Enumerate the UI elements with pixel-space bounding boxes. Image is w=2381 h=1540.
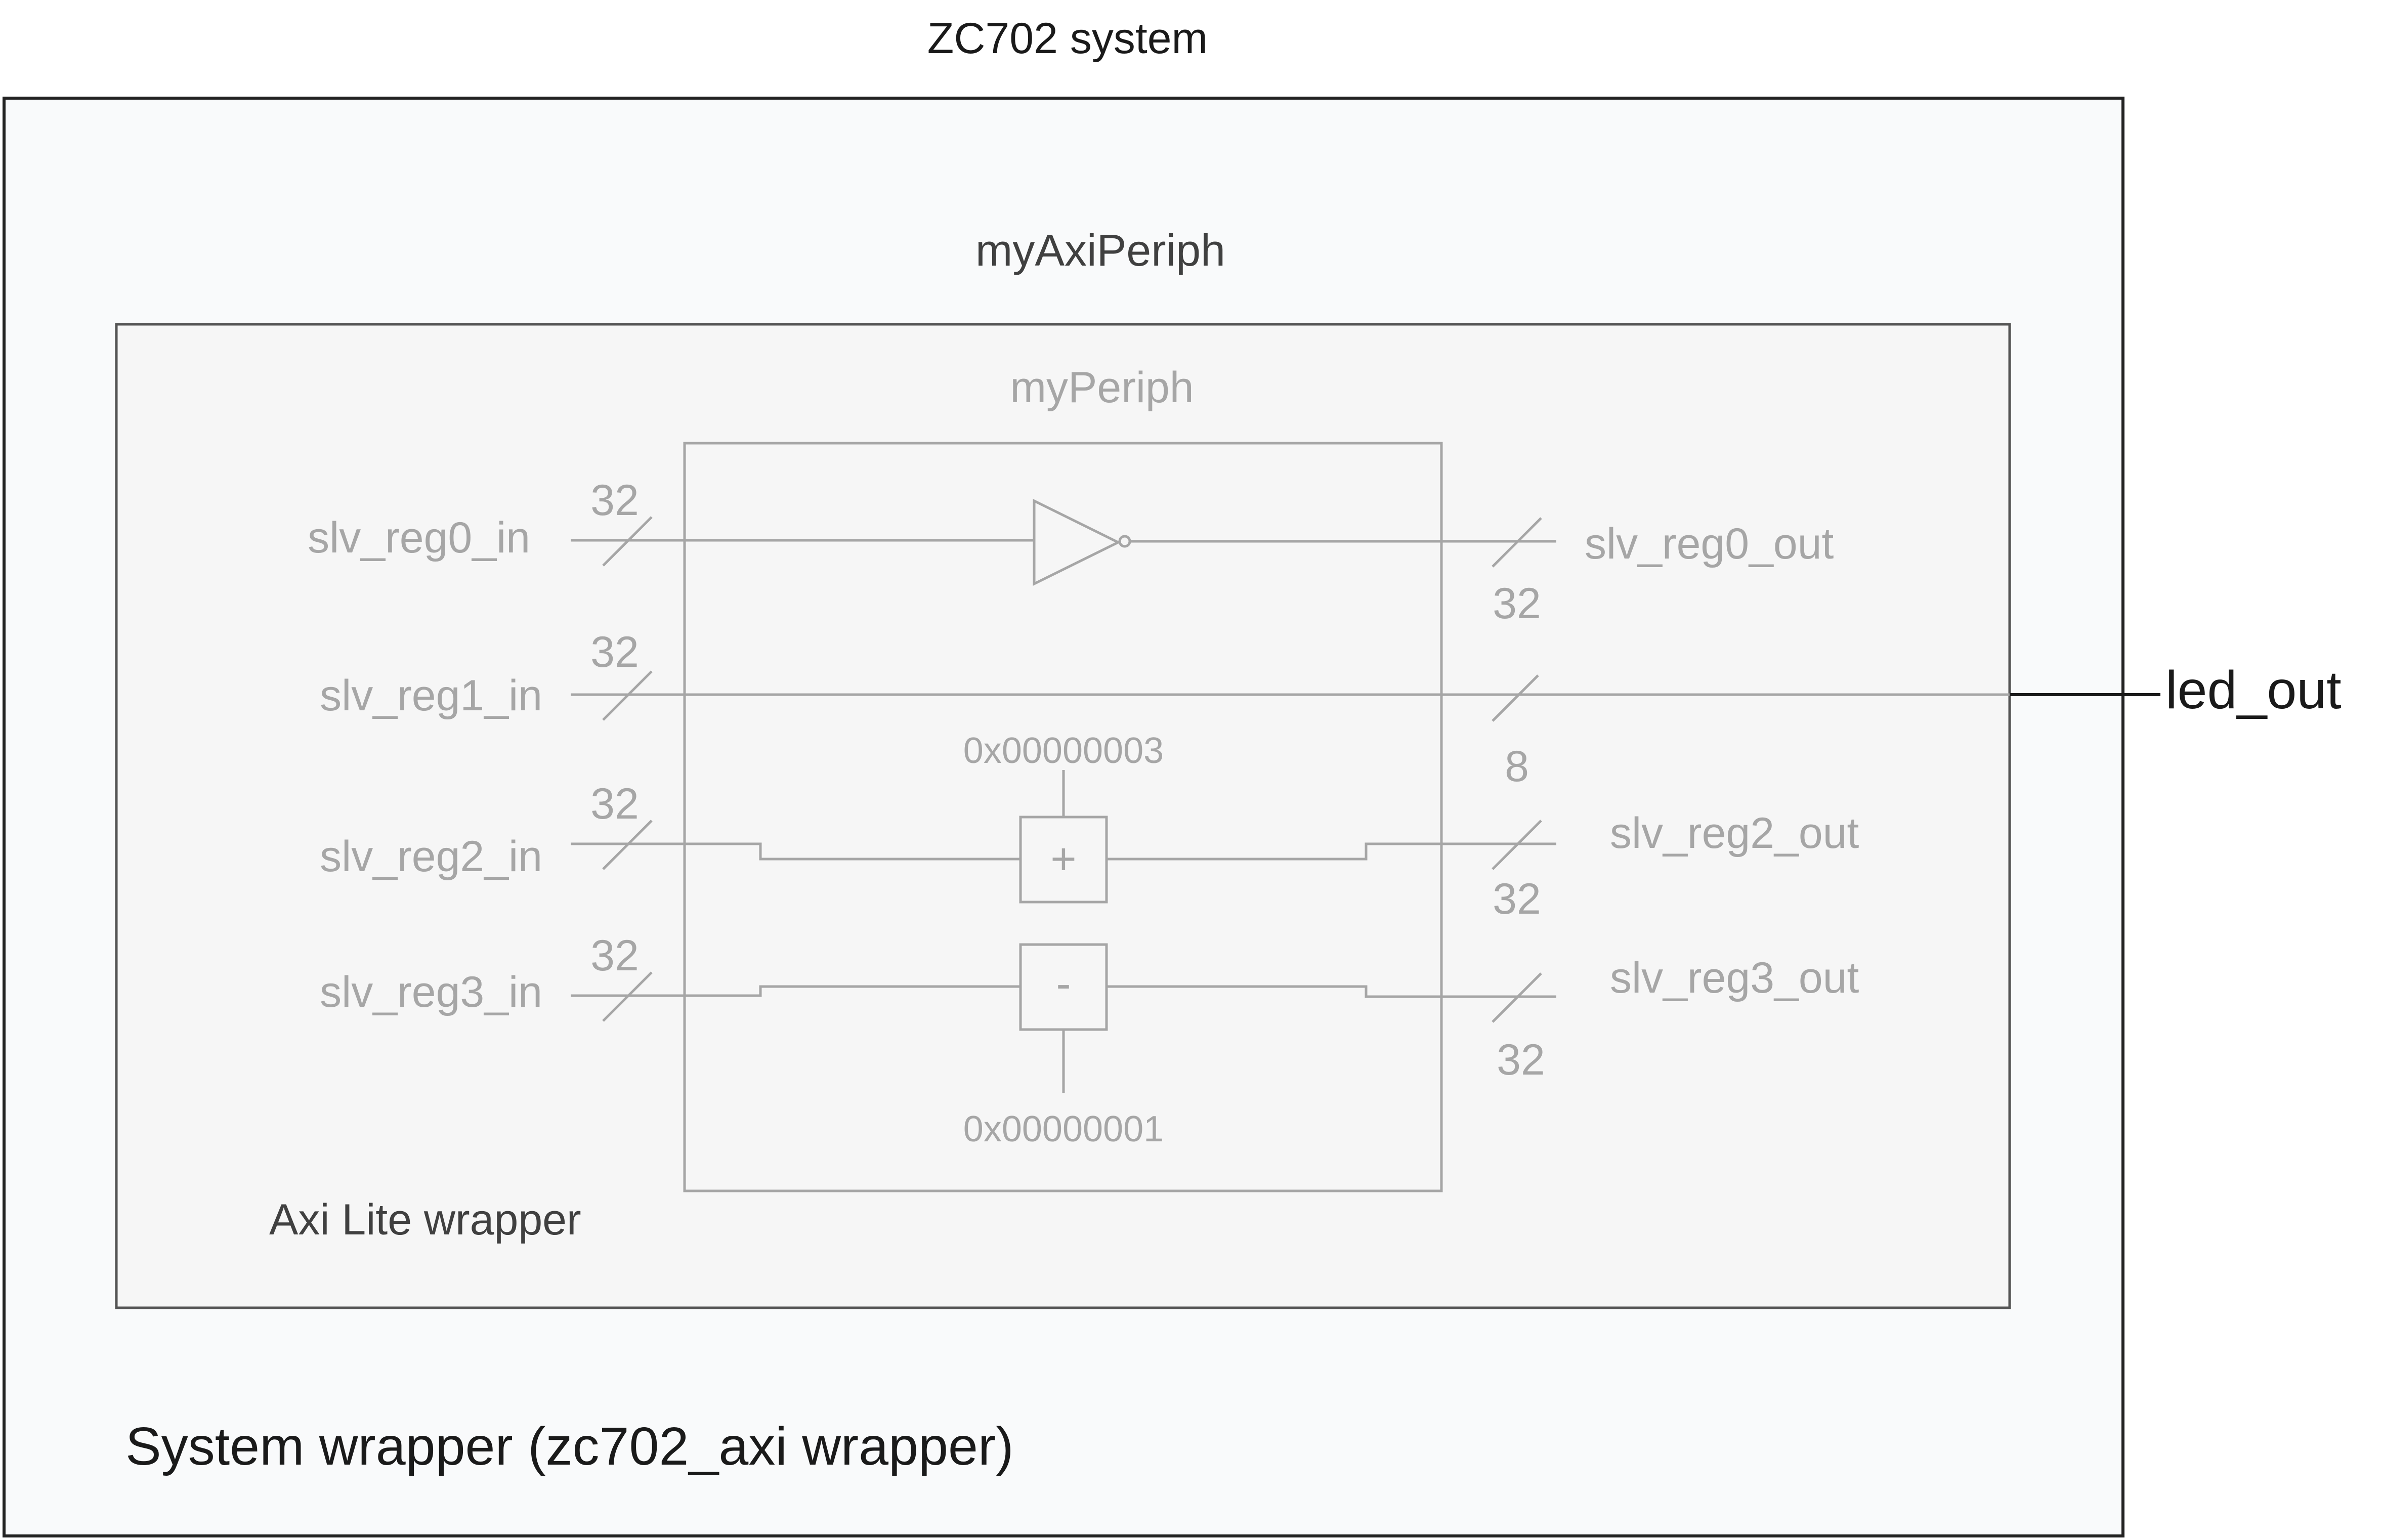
input-width-reg3: 32 bbox=[590, 931, 639, 980]
row-reg0 bbox=[571, 498, 1556, 586]
row-reg3 bbox=[571, 943, 1556, 1093]
subtractor-constant: 0x00000001 bbox=[963, 1109, 1164, 1149]
row-reg1 bbox=[571, 670, 2010, 722]
adder-symbol: + bbox=[1050, 834, 1076, 884]
input-label-reg2: slv_reg2_in bbox=[320, 832, 542, 881]
diagram-title: ZC702 system bbox=[927, 14, 1208, 63]
output-label-reg2: slv_reg2_out bbox=[1610, 809, 1859, 858]
axi-periph-title: myAxiPeriph bbox=[975, 225, 1225, 275]
system-wrapper-label: System wrapper (zc702_axi wrapper) bbox=[125, 1417, 1014, 1476]
inverter-symbol bbox=[1033, 498, 1121, 586]
input-label-reg3: slv_reg3_in bbox=[320, 968, 542, 1016]
output-label-reg0: slv_reg0_out bbox=[1585, 520, 1834, 568]
adder-constant: 0x00000003 bbox=[963, 731, 1164, 771]
subtractor-symbol: - bbox=[1056, 958, 1071, 1008]
row-reg2 bbox=[571, 770, 1556, 904]
periph-box bbox=[683, 442, 1443, 1192]
inverter-bubble bbox=[1118, 535, 1131, 548]
output-width-reg0: 32 bbox=[1493, 579, 1541, 628]
input-label-reg0: slv_reg0_in bbox=[308, 514, 530, 562]
output-width-reg3: 32 bbox=[1497, 1036, 1545, 1084]
input-width-reg0: 32 bbox=[590, 476, 639, 525]
led-out-label: led_out bbox=[2165, 660, 2342, 720]
output-width-reg1: 8 bbox=[1505, 742, 1529, 791]
input-width-reg2: 32 bbox=[590, 780, 639, 828]
input-width-reg1: 32 bbox=[590, 628, 639, 676]
axi-lite-wrapper-label: Axi Lite wrapper bbox=[269, 1195, 581, 1244]
output-label-reg3: slv_reg3_out bbox=[1610, 954, 1859, 1002]
input-label-reg1: slv_reg1_in bbox=[320, 671, 542, 720]
output-width-reg2: 32 bbox=[1493, 875, 1541, 923]
periph-title: myPeriph bbox=[1010, 363, 1194, 412]
